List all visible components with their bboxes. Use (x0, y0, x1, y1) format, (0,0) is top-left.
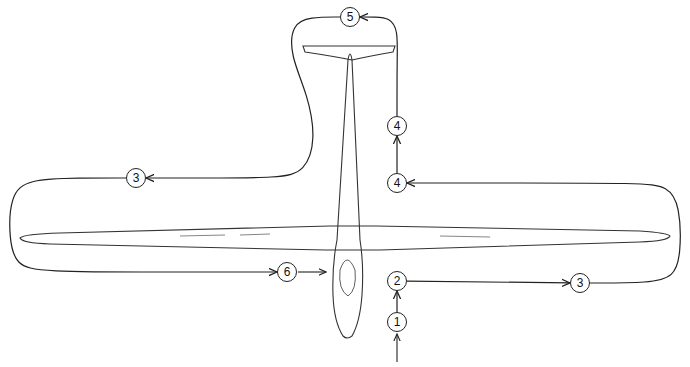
callout-circle: 5 (340, 7, 360, 27)
walkaround-path (396, 136, 397, 173)
callout-number: 3 (577, 277, 584, 289)
callout-number: 1 (394, 316, 401, 328)
callout-number: 4 (394, 120, 401, 132)
path-end-arrow (298, 271, 326, 272)
wing (20, 226, 670, 250)
canopy (340, 260, 356, 296)
callout-number: 3 (133, 172, 140, 184)
callout-circle: 2 (387, 271, 407, 291)
wing-marking (180, 234, 490, 237)
path-start-arrow (396, 334, 397, 362)
walkaround-path (407, 281, 570, 283)
callout-circle: 4 (387, 116, 407, 136)
walkaround-path (360, 17, 397, 116)
callout-number: 4 (394, 177, 401, 189)
callout-circle: 3 (126, 168, 146, 188)
fuselage (333, 54, 363, 338)
callout-circle: 4 (387, 173, 407, 193)
callout-circle: 1 (387, 312, 407, 332)
walkaround-path (396, 291, 397, 312)
walkaround-path (146, 17, 340, 178)
callout-number: 5 (347, 11, 354, 23)
walkaround-path (407, 183, 680, 283)
walkaround-path (10, 178, 277, 272)
callout-number: 6 (284, 266, 291, 278)
callout-number: 2 (394, 275, 401, 287)
callout-circle: 6 (277, 262, 297, 282)
callout-circle: 3 (570, 273, 590, 293)
tailplane (303, 46, 395, 60)
